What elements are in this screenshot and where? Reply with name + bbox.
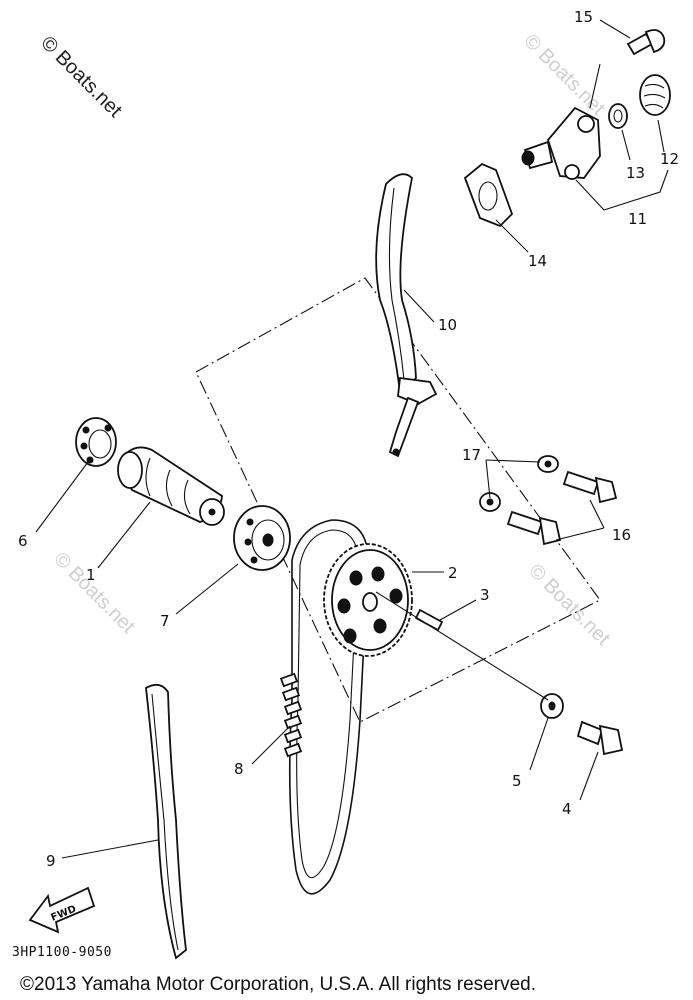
callout-5: 5 <box>512 772 522 790</box>
callout-4: 4 <box>562 800 572 818</box>
part-1-camshaft <box>117 446 225 526</box>
callout-17: 17 <box>462 446 481 464</box>
callout-9: 9 <box>46 852 56 870</box>
callout-16: 16 <box>612 526 631 544</box>
callout-1: 1 <box>86 566 96 584</box>
callout-13: 13 <box>626 164 645 182</box>
alignment-box <box>195 277 601 723</box>
callout-7: 7 <box>160 612 170 630</box>
part-2-cam-sprocket <box>323 543 413 657</box>
part-4-bolt <box>576 720 624 756</box>
callout-numbers: 15 12 13 11 14 10 17 16 6 1 7 2 3 5 4 8 … <box>18 8 679 870</box>
copyright-notice: ©2013 Yamaha Motor Corporation, U.S.A. A… <box>20 974 536 995</box>
callout-6: 6 <box>18 532 28 550</box>
fwd-arrow-icon: FWD <box>28 886 96 934</box>
part-13-washer <box>608 103 628 129</box>
part-10-chain-guide <box>375 173 438 458</box>
callout-3: 3 <box>480 586 490 604</box>
diagram-code: 3HP1100-9050 <box>12 945 112 960</box>
part-12-plug <box>639 74 671 116</box>
part-8-cam-chain <box>279 519 369 895</box>
callout-10: 10 <box>438 316 457 334</box>
part-9-chain-guide <box>145 683 187 960</box>
part-17-washers <box>479 455 559 512</box>
callout-12: 12 <box>660 150 679 168</box>
leader-lines <box>35 19 669 859</box>
part-7-bearing <box>233 505 291 571</box>
callout-8: 8 <box>234 760 244 778</box>
callout-14: 14 <box>528 252 547 270</box>
part-16-bolts <box>506 470 618 546</box>
part-15-bolt <box>626 29 666 56</box>
part-11-tensioner <box>521 106 601 180</box>
part-3-dowel-pin <box>414 608 444 632</box>
callout-15: 15 <box>574 8 593 26</box>
part-14-gasket <box>463 162 514 228</box>
part-5-washer <box>540 693 564 719</box>
part-6-bearing <box>75 417 117 467</box>
callout-2: 2 <box>448 564 458 582</box>
callout-11: 11 <box>628 210 647 228</box>
